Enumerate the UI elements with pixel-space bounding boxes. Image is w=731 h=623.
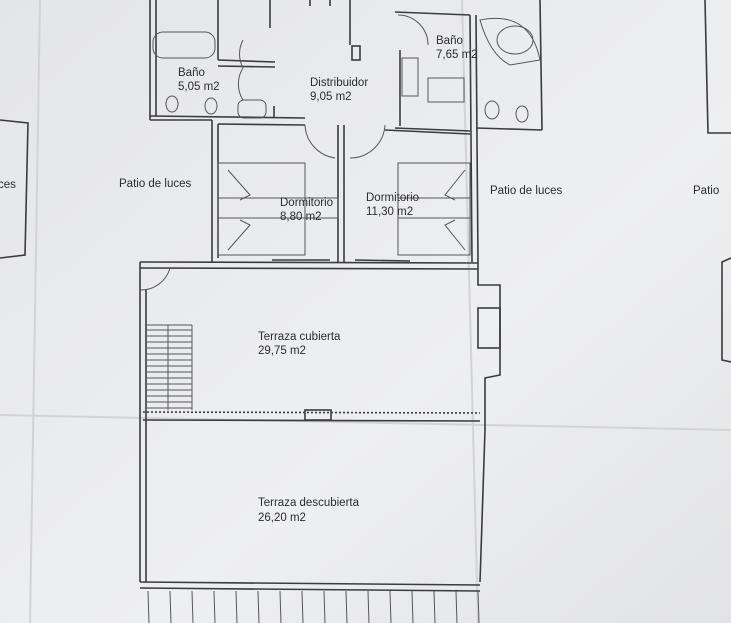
terraza-descubierta-area: 26,20 m2 xyxy=(258,512,306,524)
railing-post xyxy=(191,590,194,623)
railing-post xyxy=(301,590,304,623)
patio-far-right-label: Patio xyxy=(693,185,719,197)
railing-post xyxy=(323,590,326,623)
railing xyxy=(147,590,480,623)
upper-walls xyxy=(139,0,543,270)
terraza-cubierta-area: 29,75 m2 xyxy=(258,345,306,357)
railing-post xyxy=(455,590,458,623)
staircase xyxy=(146,324,193,410)
room-labels: Baño 5,05 m2 Distribuidor 9,05 m2 Baño 7… xyxy=(0,35,719,524)
railing-post xyxy=(477,590,480,623)
bathroom-fixtures xyxy=(152,17,541,123)
railing-post xyxy=(389,590,392,623)
terraza-cubierta-name: Terraza cubierta xyxy=(258,331,341,343)
patio-right-label: Patio de luces xyxy=(490,185,562,197)
distribuidor-name: Distribuidor xyxy=(310,77,368,89)
dormitorio-right-area: 11,30 m2 xyxy=(366,206,413,218)
railing-post xyxy=(411,590,414,623)
bano-left-area: 5,05 m2 xyxy=(178,81,220,93)
corner-bathtub-icon xyxy=(479,17,541,66)
railing-post xyxy=(367,590,370,623)
bidet-icon-right xyxy=(515,105,529,123)
railing-post xyxy=(169,590,172,623)
railing-post xyxy=(235,590,238,623)
dormitorio-left-name: Dormitorio xyxy=(280,197,333,209)
railing-post xyxy=(147,590,150,623)
bidet-icon xyxy=(204,97,218,115)
bano-right-name: Baño xyxy=(436,35,463,47)
railing-post xyxy=(279,590,282,623)
railing-post xyxy=(433,590,436,623)
patio-far-left-label: ces xyxy=(0,179,16,191)
dormitorio-left-area: 8,80 m2 xyxy=(280,211,322,223)
dormitorio-right-name: Dormitorio xyxy=(366,192,419,204)
railing-post xyxy=(213,590,216,623)
toilet-icon xyxy=(165,95,179,113)
bano-right-area: 7,65 m2 xyxy=(436,49,478,61)
sink-icon-right xyxy=(427,77,465,103)
terrace-walls xyxy=(139,262,501,592)
terraza-descubierta-name: Terraza descubierta xyxy=(258,497,360,509)
bano-left-name: Baño xyxy=(178,67,205,79)
distribuidor-area: 9,05 m2 xyxy=(310,91,352,103)
door-swings xyxy=(139,14,429,291)
patio-left-label: Patio de luces xyxy=(119,178,191,190)
railing-post xyxy=(257,590,260,623)
neighbor-walls xyxy=(0,0,731,363)
sink-icon xyxy=(237,99,267,119)
bedroom-furniture xyxy=(217,162,471,256)
bathtub-icon xyxy=(152,31,216,59)
railing-post xyxy=(345,590,348,623)
toilet-icon-right xyxy=(484,100,500,120)
